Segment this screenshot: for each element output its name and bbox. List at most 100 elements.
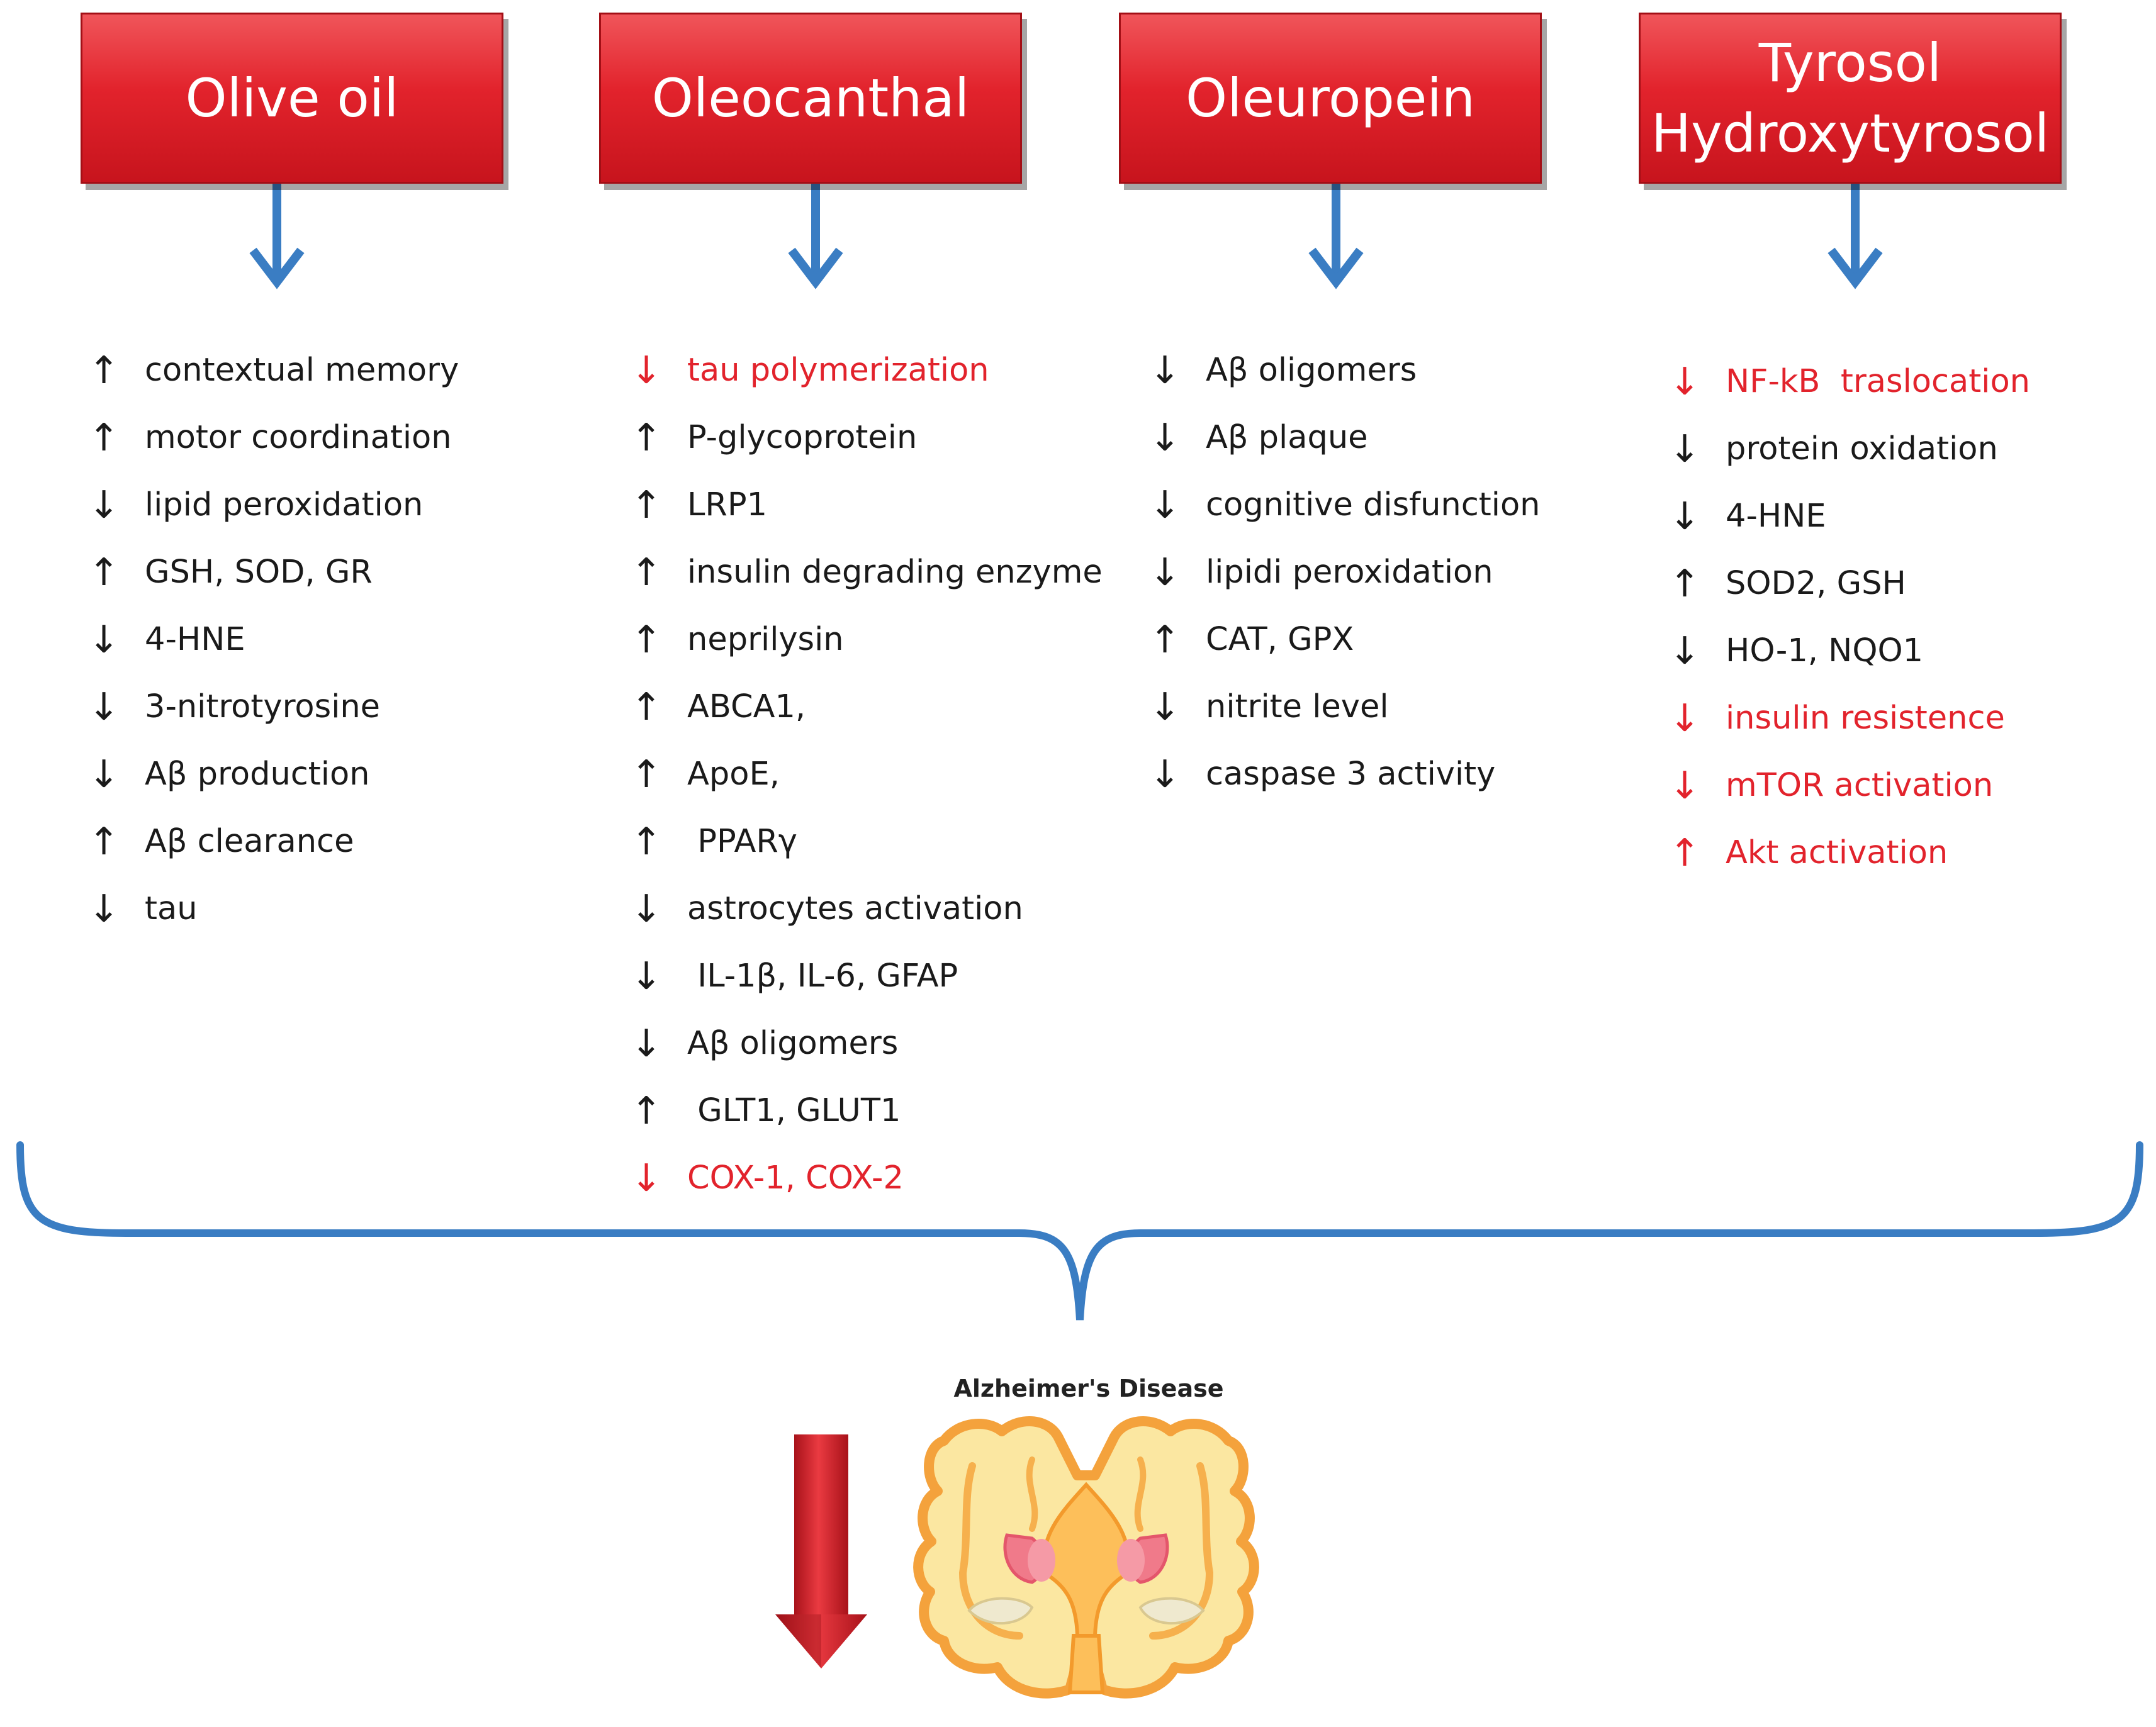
effect-label: GLT1, GLUT1	[687, 1092, 901, 1129]
effect-item: ↑ SOD2, GSH	[1669, 550, 2030, 617]
effect-item: ↓ mTOR activation	[1669, 752, 2030, 819]
effect-label: tau	[145, 890, 198, 927]
down-arrow-icon: ↓	[1669, 494, 1701, 539]
up-arrow-icon: ↑	[1669, 830, 1701, 875]
effect-item: ↓ lipid peroxidation	[88, 471, 459, 539]
effect-item: ↓nitrite level	[1149, 673, 1541, 741]
down-arrow-icon: ↓	[1669, 359, 1701, 404]
effect-item: ↑ Aβ clearance	[88, 808, 459, 875]
effect-label: caspase 3 activity	[1206, 756, 1496, 793]
outcome-title: Alzheimer's Disease	[953, 1375, 1224, 1402]
effect-label: astrocytes activation	[687, 890, 1023, 927]
effect-item: ↓3-nitrotyrosine	[88, 673, 459, 741]
effect-item: ↓ caspase 3 activity	[1149, 741, 1541, 808]
effect-item: ↑ Akt activation	[1669, 819, 2030, 886]
effect-item: ↓ COX-1, COX-2	[631, 1144, 1103, 1212]
up-arrow-icon: ↑	[631, 685, 663, 729]
effect-label: IL-1β, IL-6, GFAP	[687, 958, 958, 995]
effect-item: ↑ GLT1, GLUT1	[631, 1077, 1103, 1144]
effect-label: LRP1	[687, 486, 768, 523]
effect-label: ABCA1,	[687, 688, 806, 725]
effect-label: mTOR activation	[1726, 767, 1994, 804]
brain-coronal-section-icon	[913, 1416, 1259, 1699]
down-arrow-icon: ↓	[631, 1156, 663, 1200]
effect-item: ↓NF-kB traslocation	[1669, 348, 2030, 415]
effect-label: neprilysin	[687, 621, 844, 658]
up-arrow-icon: ↑	[1149, 617, 1181, 662]
effect-label: cognitive disfunction	[1206, 486, 1541, 523]
effect-label: HO-1, NQO1	[1726, 632, 1924, 669]
effect-label: COX-1, COX-2	[687, 1160, 904, 1197]
header-olive-oil: Olive oil	[81, 13, 503, 184]
effect-label: CAT, GPX	[1206, 621, 1354, 658]
effect-item: ↓Aβ oligomers	[1149, 337, 1541, 404]
down-arrow-icon: ↓	[1149, 752, 1181, 796]
effect-label: 4-HNE	[1726, 498, 1826, 535]
down-arrow-icon: ↓	[88, 685, 120, 729]
up-arrow-icon: ↑	[88, 415, 120, 460]
effect-label: tau polymerization	[687, 352, 989, 389]
effect-label: Aβ oligomers	[1206, 352, 1417, 389]
header-tyrosol-hydroxytyrosol: Tyrosol Hydroxytyrosol	[1639, 13, 2062, 184]
header-title-line: Oleocanthal	[651, 67, 970, 129]
down-arrow-icon-2	[788, 184, 843, 289]
effect-item: ↑GSH, SOD, GR	[88, 539, 459, 606]
down-arrow-icon: ↓	[1669, 629, 1701, 673]
effect-item: ↓ HO-1, NQO1	[1669, 617, 2030, 685]
down-arrow-icon: ↓	[631, 954, 663, 998]
down-arrow-icon: ↓	[1149, 685, 1181, 729]
effect-label: Akt activation	[1726, 834, 1948, 871]
effect-item: ↑ insulin degrading enzyme	[631, 539, 1103, 606]
effect-item: ↓Aβ oligomers	[631, 1010, 1103, 1077]
effect-label: Aβ production	[145, 756, 370, 793]
effect-item: ↓tau polymerization	[631, 337, 1103, 404]
down-arrow-icon: ↓	[1149, 550, 1181, 595]
effect-label: ApoE,	[687, 756, 780, 793]
effect-item: ↑ApoE,	[631, 741, 1103, 808]
effects-list-oleuropein: ↓Aβ oligomers↓Aβ plaque↓cognitive disfun…	[1149, 337, 1541, 808]
down-arrow-icon: ↓	[1149, 483, 1181, 527]
down-arrow-icon: ↓	[1149, 415, 1181, 460]
effect-item: ↓lipidi peroxidation	[1149, 539, 1541, 606]
down-arrow-icon: ↓	[1669, 763, 1701, 808]
down-arrow-icon: ↓	[1669, 427, 1701, 471]
effect-label: lipid peroxidation	[145, 486, 424, 523]
effect-item: ↑ PPARγ	[631, 808, 1103, 875]
up-arrow-icon: ↑	[631, 617, 663, 662]
effect-label: 4-HNE	[145, 621, 245, 658]
effect-label: Aβ plaque	[1206, 419, 1368, 456]
up-arrow-icon: ↑	[1669, 561, 1701, 606]
effect-item: ↓ insulin resistence	[1669, 685, 2030, 752]
up-arrow-icon: ↑	[88, 819, 120, 864]
up-arrow-icon: ↑	[631, 1088, 663, 1133]
up-arrow-icon: ↑	[631, 550, 663, 595]
effect-label: insulin degrading enzyme	[687, 554, 1103, 591]
effect-label: Aβ clearance	[145, 823, 354, 860]
down-arrow-icon: ↓	[1669, 696, 1701, 741]
effect-item: ↑ neprilysin	[631, 606, 1103, 673]
effect-item: ↓astrocytes activation	[631, 875, 1103, 942]
effects-list-oleocanthal: ↓tau polymerization↑P-glycoprotein↑LRP1↑…	[631, 337, 1103, 1212]
effects-list-olive-oil: ↑contextual memory ↑ motor coordination ↓ li…	[88, 337, 459, 942]
effect-item: ↓tau	[88, 875, 459, 942]
effect-label: motor coordination	[145, 419, 452, 456]
effect-label: SOD2, GSH	[1726, 565, 1906, 602]
effect-label: insulin resistence	[1726, 700, 2005, 737]
effect-item: ↑ motor coordination	[88, 404, 459, 471]
header-title-line: Hydroxytyrosol	[1651, 103, 2050, 164]
effect-item: ↑contextual memory	[88, 337, 459, 404]
down-arrow-icon-3	[1308, 184, 1364, 289]
effect-item: ↓ IL-1β, IL-6, GFAP	[631, 942, 1103, 1010]
header-oleocanthal: Oleocanthal	[599, 13, 1022, 184]
header-title-line: Tyrosol	[1758, 32, 1942, 94]
down-arrow-icon: ↓	[88, 483, 120, 527]
down-arrow-icon: ↓	[88, 617, 120, 662]
up-arrow-icon: ↑	[631, 819, 663, 864]
up-arrow-icon: ↑	[631, 415, 663, 460]
effect-label: Aβ oligomers	[687, 1025, 899, 1062]
effect-item: ↑ CAT, GPX	[1149, 606, 1541, 673]
effect-item: ↓ cognitive disfunction	[1149, 471, 1541, 539]
header-title-line: Olive oil	[185, 67, 399, 129]
converging-brace	[16, 1141, 2143, 1321]
